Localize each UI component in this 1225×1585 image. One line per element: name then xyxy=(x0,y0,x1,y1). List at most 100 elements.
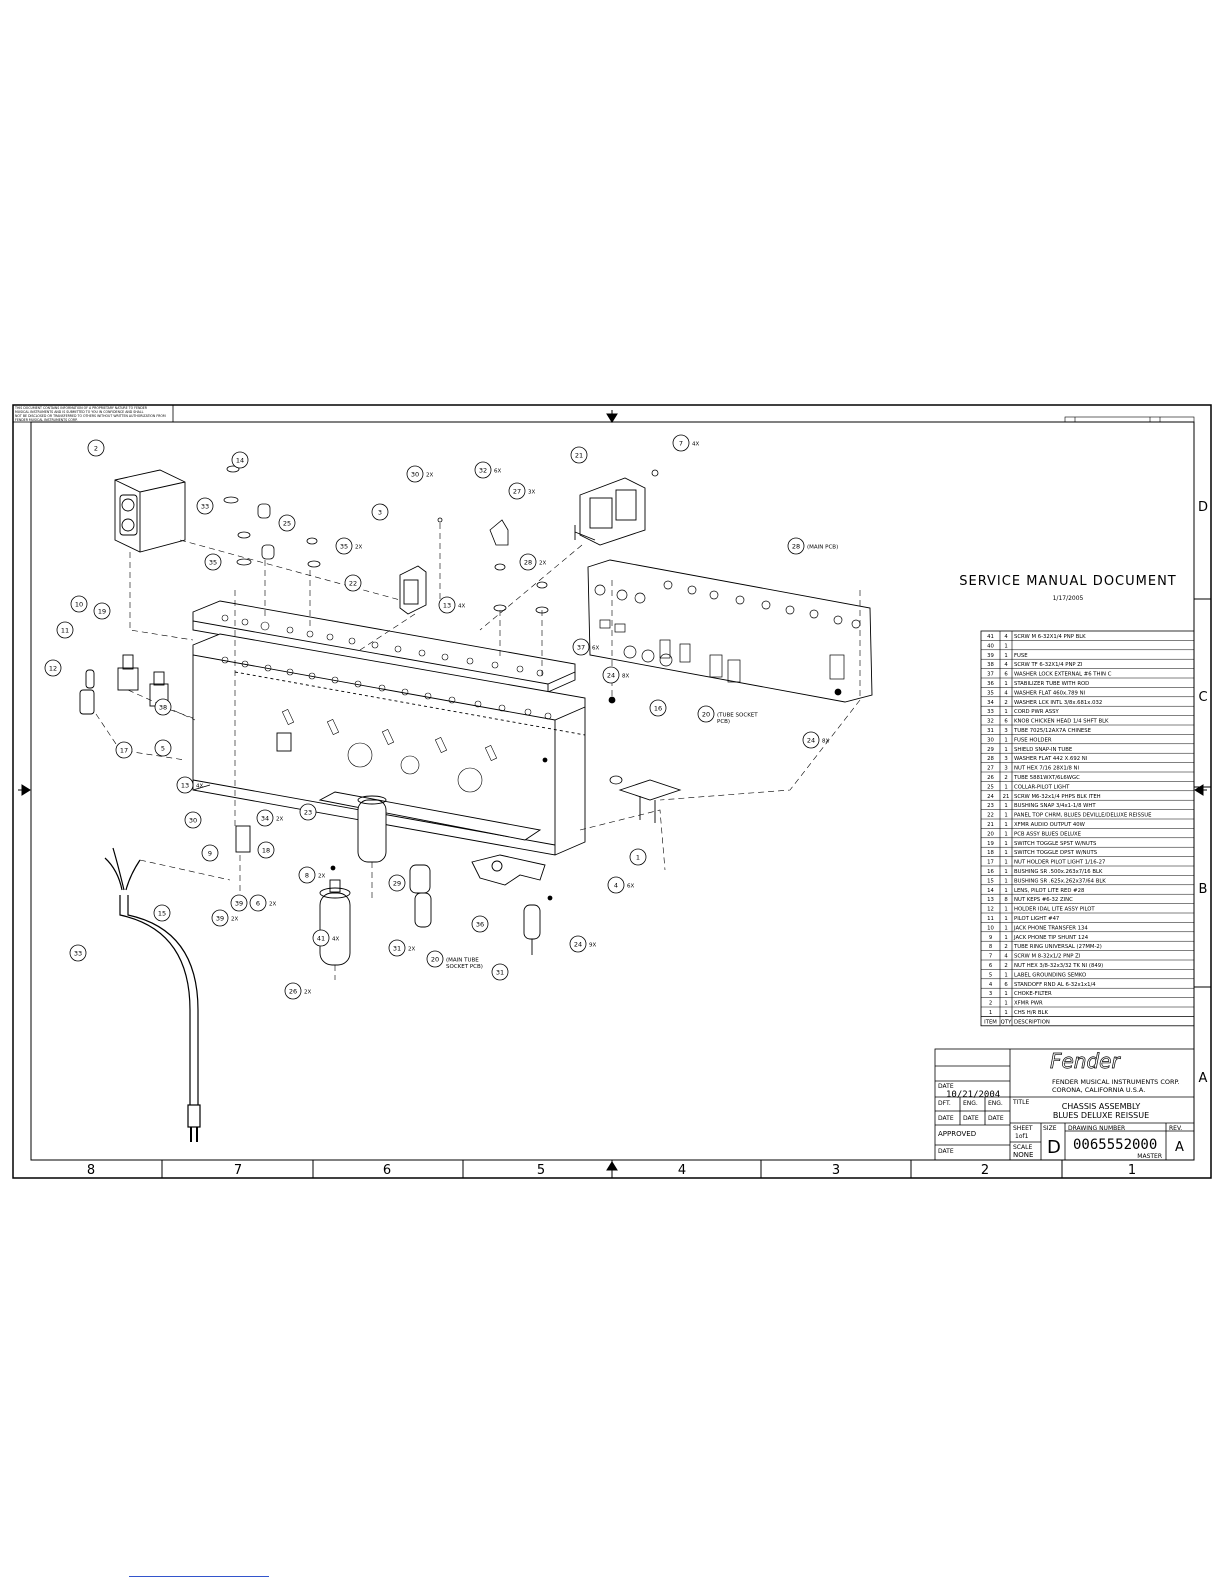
bom-quantity: 1 xyxy=(1004,822,1007,828)
bom-description: PANEL TOP CHRM, BLUES DEVILLE/DELUXE REI… xyxy=(1014,813,1152,819)
center-mark-left-icon xyxy=(18,784,31,796)
bom-quantity: 1 xyxy=(1004,784,1007,790)
callout-bubble: 28(MAIN PCB) xyxy=(787,537,838,555)
callout-number: 29 xyxy=(393,880,401,888)
row-zone-dividers xyxy=(1194,598,1211,988)
zone-row-label: A xyxy=(1199,1071,1208,1086)
bom-quantity: 2 xyxy=(1004,963,1007,969)
callout-bubble: 22 xyxy=(344,574,362,592)
callout-number: 28 xyxy=(792,543,800,551)
callout-bubble: 35 2X xyxy=(335,537,362,555)
callout-number: 24 xyxy=(607,672,615,680)
callout-quantity: 6X xyxy=(494,469,501,475)
bom-quantity: 1 xyxy=(1004,643,1007,649)
bom-description: COLLAR-PILOT LIGHT xyxy=(1014,784,1070,790)
bom-item-number: 41 xyxy=(987,634,994,640)
bom-description: JACK PHONE TIP SHUNT 124 xyxy=(1013,935,1089,941)
callout-number: 9 xyxy=(208,850,212,858)
callout-quantity: 6X xyxy=(627,884,634,890)
bom-quantity: 1 xyxy=(1004,860,1007,866)
date-label: DATE xyxy=(938,1083,954,1090)
callout-bubble: 35 xyxy=(204,553,222,571)
output-transformer xyxy=(574,477,646,546)
power-transformer xyxy=(114,469,186,553)
bom-item-number: 34 xyxy=(987,700,994,706)
tube-socket-pcb xyxy=(618,779,682,823)
bom-header-cell: QTY xyxy=(1001,1019,1012,1025)
callout-number: 35 xyxy=(340,543,348,551)
bom-description: CHS H/R BLK xyxy=(1014,1010,1048,1016)
zone-column-label: 6 xyxy=(383,1163,391,1178)
callout-bubble: 29 xyxy=(388,874,406,892)
document-date: 1/17/2005 xyxy=(1053,595,1084,602)
bom-item-number: 33 xyxy=(987,709,994,715)
callout-number: 23 xyxy=(304,809,312,817)
bom-quantity: 1 xyxy=(1004,803,1007,809)
hardware-parts xyxy=(223,465,842,901)
callout-bubble: 32 6X xyxy=(474,461,501,479)
bom-quantity: 21 xyxy=(1003,794,1010,800)
bom-item-number: 21 xyxy=(987,822,994,828)
callout-number: 30 xyxy=(411,471,419,479)
bom-item-number: 27 xyxy=(987,766,994,772)
sheet-label: SHEET xyxy=(1013,1125,1033,1132)
callout-number: 36 xyxy=(476,921,484,929)
bom-quantity: 3 xyxy=(1004,766,1007,772)
callout-bubble: 17 xyxy=(115,741,133,759)
bom-quantity: 1 xyxy=(1004,935,1007,941)
zone-column-label: 5 xyxy=(537,1163,545,1178)
callout-bubble: 31 xyxy=(491,963,509,981)
bom-description: BUSHING SR .625x.262x37/64 BLK xyxy=(1014,878,1106,884)
callout-bubble: 10 xyxy=(70,595,88,613)
callout-quantity: 8X xyxy=(822,739,829,745)
bom-header-cell: ITEM xyxy=(984,1019,997,1025)
bom-item-number: 40 xyxy=(987,643,994,649)
bom-description: NUT KEPS #6-32 ZINC xyxy=(1014,897,1073,903)
bom-quantity: 3 xyxy=(1004,728,1007,734)
bom-quantity: 1 xyxy=(1004,1001,1007,1007)
bom-item-number: 9 xyxy=(989,935,992,941)
bom-description: SWITCH TOGGLE SPST W/NUTS xyxy=(1014,841,1097,847)
callout-number: 24 xyxy=(574,941,582,949)
callout-number: 12 xyxy=(49,665,57,673)
callout-bubble: 2 xyxy=(87,439,105,457)
callout-quantity: 4X xyxy=(458,604,465,610)
callout-number: 6 xyxy=(256,900,260,908)
callout-quantity: 2X xyxy=(304,990,311,996)
callout-bubble: 9 xyxy=(201,844,219,862)
bom-description: TUBE 5881WXT/6L6WGC xyxy=(1013,775,1080,781)
callout-quantity: 9X xyxy=(589,943,596,949)
master-label: MASTER xyxy=(1137,1153,1162,1160)
bom-item-number: 18 xyxy=(987,850,994,856)
size-label: SIZE xyxy=(1043,1125,1057,1132)
callout-number: 32 xyxy=(479,467,487,475)
callout-number: 16 xyxy=(654,705,662,713)
bom-description: PILOT LIGHT #47 xyxy=(1014,916,1059,922)
bom-quantity: 4 xyxy=(1004,954,1008,960)
bom-item-number: 31 xyxy=(987,728,994,734)
drawing-title: CHASSIS ASSEMBLY xyxy=(1062,1102,1141,1111)
bom-item-number: 5 xyxy=(989,972,992,978)
zone-column-label: 4 xyxy=(678,1163,686,1178)
power-tube xyxy=(319,879,351,966)
fender-logo: Fender xyxy=(1050,1049,1121,1073)
bom-quantity: 1 xyxy=(1004,972,1007,978)
callout-quantity: 2X xyxy=(355,545,362,551)
zone-row-label: B xyxy=(1199,882,1208,897)
callout-bubble: 24 9X xyxy=(569,935,596,953)
footer-link-underline[interactable] xyxy=(129,1576,269,1577)
bom-description: LABEL GROUNDING SEMKO xyxy=(1014,972,1086,978)
callout-bubble: 33 xyxy=(196,497,214,515)
bom-description: SCRW TF 6-32X1/4 PNP ZI xyxy=(1014,662,1083,668)
company-address: CORONA, CALIFORNIA U.S.A. xyxy=(1052,1086,1145,1094)
callout-quantity: 2X xyxy=(408,947,415,953)
scale-label: SCALE xyxy=(1013,1144,1032,1151)
engineer-label: ENG. xyxy=(988,1100,1003,1107)
fuse-holder xyxy=(276,732,292,752)
callout-bubble: 38 xyxy=(154,698,172,716)
